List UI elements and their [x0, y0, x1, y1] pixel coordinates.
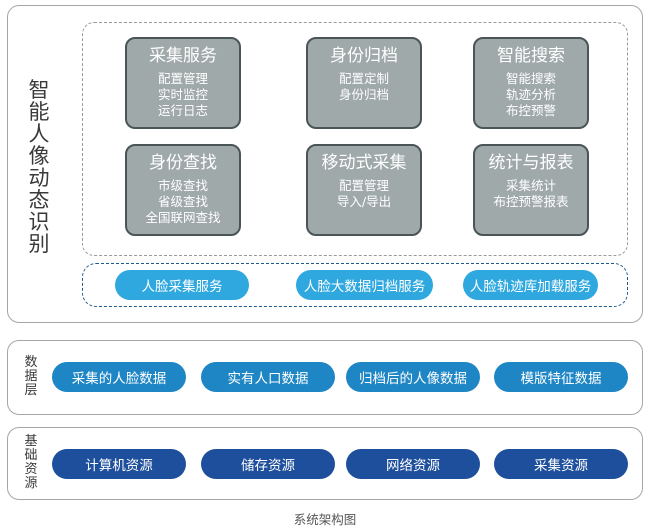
- title-char: 数: [24, 355, 38, 370]
- services-group: [82, 263, 628, 307]
- module-mobile-collection: 移动式采集 配置管理 导入/导出: [306, 144, 422, 236]
- service-pill: 人脸采集服务: [115, 270, 249, 300]
- module-item: 全国联网查找: [145, 210, 221, 225]
- figure-caption: 系统架构图: [293, 512, 357, 527]
- module-item: 省级查找: [157, 194, 208, 209]
- title-char: 层: [24, 383, 38, 398]
- resource-pill: 采集资源: [494, 449, 628, 479]
- module-item: 布控预警报表: [493, 194, 569, 209]
- resource-pill: 储存资源: [201, 449, 335, 479]
- title-char: 识: [28, 210, 50, 234]
- title-char: 础: [24, 448, 38, 463]
- module-item: 配置管理: [157, 71, 208, 86]
- module-title: 统计与报表: [488, 153, 574, 173]
- module-smart-search: 智能搜索 智能搜索 轨迹分析 布控预警: [473, 37, 589, 129]
- module-title: 身份查找: [149, 153, 217, 173]
- resource-pill: 网络资源: [346, 449, 480, 479]
- module-item: 市级查找: [157, 178, 208, 193]
- module-item: 布控预警: [505, 103, 556, 118]
- title-char: 态: [28, 188, 50, 212]
- title-char: 别: [28, 232, 50, 256]
- modules-group: [82, 22, 628, 256]
- module-item: 采集统计: [505, 178, 556, 193]
- module-statistics-reports: 统计与报表 采集统计 布控预警报表: [473, 144, 589, 236]
- data-pill: 模版特征数据: [494, 362, 628, 392]
- module-identity-archive: 身份归档 配置定制 身份归档: [306, 37, 422, 129]
- module-item: 智能搜索: [505, 71, 556, 86]
- resource-pill: 计算机资源: [52, 449, 186, 479]
- title-char: 据: [24, 369, 38, 384]
- module-item: 配置管理: [338, 178, 389, 193]
- data-pill: 归档后的人像数据: [346, 362, 480, 392]
- title-char: 资: [24, 462, 38, 477]
- module-collection-service: 采集服务 配置管理 实时监控 运行日志: [125, 37, 241, 129]
- module-item: 导入/导出: [336, 194, 392, 209]
- module-item: 轨迹分析: [505, 87, 556, 102]
- title-char: 能: [28, 100, 50, 124]
- module-title: 智能搜索: [497, 46, 565, 66]
- data-pill: 采集的人脸数据: [52, 362, 186, 392]
- module-item: 配置定制: [338, 71, 389, 86]
- title-char: 人: [28, 122, 50, 146]
- title-char: 像: [28, 144, 50, 168]
- module-identity-lookup: 身份查找 市级查找 省级查找 全国联网查找: [125, 144, 241, 236]
- title-char: 动: [28, 166, 50, 190]
- title-char: 基: [24, 434, 38, 449]
- base-resources-title: 基 础 资 源: [22, 435, 40, 491]
- title-char: 源: [24, 476, 38, 491]
- service-pill: 人脸轨迹库加载服务: [463, 270, 598, 300]
- module-item: 运行日志: [157, 103, 208, 118]
- module-item: 实时监控: [157, 87, 208, 102]
- module-title: 移动式采集: [321, 153, 407, 173]
- module-item: 身份归档: [338, 87, 389, 102]
- title-char: 智: [28, 78, 50, 102]
- module-title: 采集服务: [149, 46, 217, 66]
- data-layer-title: 数 据 层: [22, 356, 40, 398]
- recognition-panel-title: 智 能 人 像 动 态 识 别: [27, 80, 51, 256]
- data-pill: 实有人口数据: [201, 362, 335, 392]
- service-pill: 人脸大数据归档服务: [296, 270, 433, 300]
- module-title: 身份归档: [330, 46, 398, 66]
